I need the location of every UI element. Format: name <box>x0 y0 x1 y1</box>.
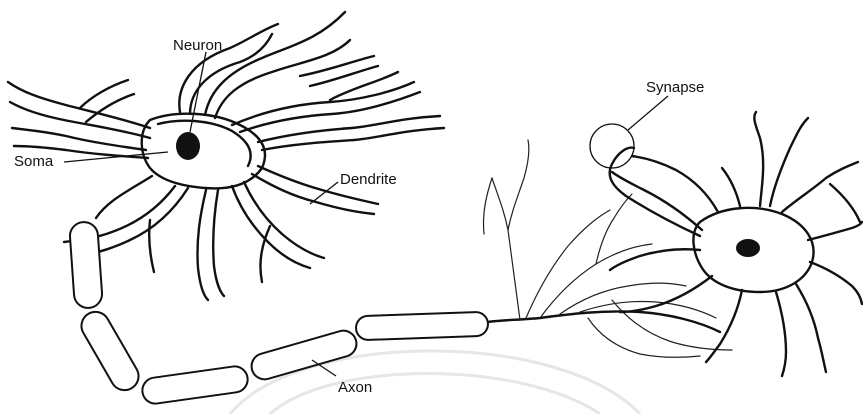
myelin-segment <box>76 307 143 395</box>
axon-hillock <box>96 176 152 218</box>
soma-label: Soma <box>14 153 54 170</box>
synapse-marker <box>590 124 634 168</box>
synapse-label: Synapse <box>646 79 704 96</box>
axon-label: Axon <box>338 379 372 396</box>
myelin-segment <box>249 328 360 383</box>
neuron-leader <box>190 52 206 132</box>
axon <box>69 221 720 405</box>
neuron-label: Neuron <box>173 37 222 54</box>
myelin-segment <box>141 365 250 405</box>
myelin-segment <box>69 221 103 309</box>
myelin-segment <box>356 312 489 341</box>
nucleus <box>736 239 760 257</box>
synapse-leader <box>628 96 668 130</box>
dendrite-label: Dendrite <box>340 171 397 188</box>
nucleus <box>176 132 200 160</box>
soma-leader <box>64 152 168 162</box>
